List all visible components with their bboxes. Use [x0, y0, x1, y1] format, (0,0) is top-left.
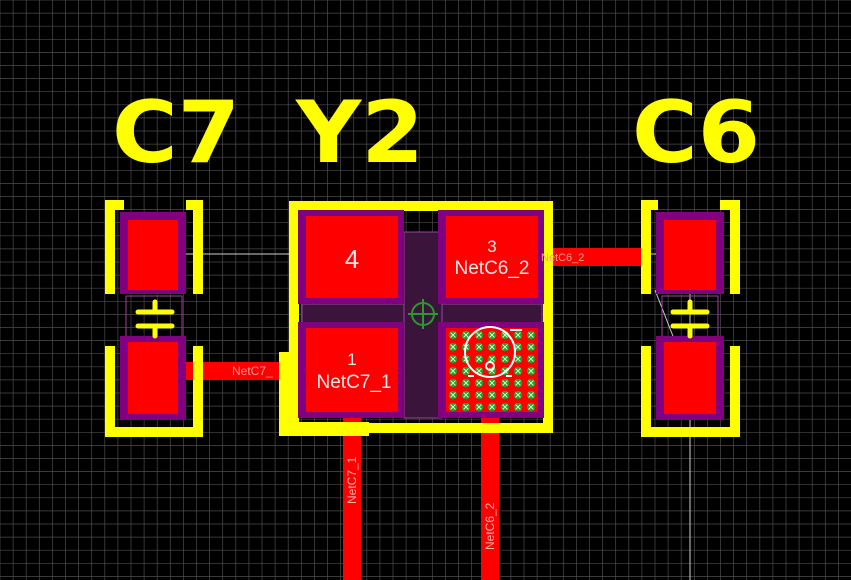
via-cross	[463, 392, 469, 398]
capacitor-icon	[135, 299, 175, 339]
track-down-left[interactable]	[343, 410, 361, 580]
y2-pad4[interactable]	[306, 216, 398, 298]
c7-silkscreen	[186, 200, 203, 294]
via-cross	[528, 356, 534, 362]
c7-designator: C7	[112, 83, 240, 183]
via-cross	[463, 404, 469, 410]
component-y2[interactable]: Y2 4 3 NetC6_2 1 NetC7_1	[279, 83, 553, 436]
via-cross	[528, 344, 534, 350]
c7-silkscreen	[105, 200, 124, 294]
via-cross	[450, 356, 456, 362]
via-cross	[515, 356, 521, 362]
cursor-ring	[464, 326, 516, 378]
y2-pad1[interactable]	[306, 328, 398, 412]
c6-pad-top[interactable]	[664, 220, 716, 290]
via-cross	[515, 368, 521, 374]
y2-pad4-number: 4	[345, 244, 359, 274]
via-cross	[515, 404, 521, 410]
via-cross	[528, 404, 534, 410]
via-cross	[502, 344, 508, 350]
component-c6[interactable]: C6	[632, 83, 760, 437]
y2-pin1-marker	[279, 352, 295, 436]
via-cross	[463, 380, 469, 386]
y2-pad3[interactable]	[446, 216, 538, 298]
via-cross	[489, 356, 495, 362]
c6-silkscreen	[720, 200, 740, 294]
track-y2-c6[interactable]	[535, 248, 645, 266]
c7-pad-top[interactable]	[128, 220, 178, 290]
circle-cursor-icon	[464, 326, 522, 378]
via-cross	[489, 380, 495, 386]
y2-designator: Y2	[295, 83, 424, 183]
via-cross	[528, 368, 534, 374]
c7-pad-bottom[interactable]	[128, 342, 178, 414]
y2-pad1-net: NetC7_1	[317, 372, 392, 393]
via-cross	[502, 356, 508, 362]
track-label-c7: NetC7_	[232, 364, 273, 378]
via-cross	[489, 332, 495, 338]
tracks[interactable]	[180, 248, 645, 580]
capacitor-icon	[670, 299, 710, 339]
via-cross	[515, 344, 521, 350]
crosshair-circle-icon	[408, 299, 438, 329]
via-array	[448, 330, 536, 412]
via-cross	[489, 392, 495, 398]
c6-silkscreen	[641, 346, 740, 437]
via-cross	[476, 332, 482, 338]
via-cross	[476, 380, 482, 386]
c7-silkscreen	[105, 346, 203, 437]
track-label-down-left: NetC7_1	[345, 456, 359, 504]
via-cross	[476, 392, 482, 398]
c6-designator: C6	[632, 83, 760, 183]
y2-pin1-marker	[279, 422, 369, 436]
via-cross	[450, 380, 456, 386]
via-cross	[450, 368, 456, 374]
cursor-center	[485, 361, 495, 371]
y2-silkscreen-outline	[289, 201, 553, 433]
track-label-c6: NetC6_2	[541, 252, 584, 264]
via-cross	[476, 344, 482, 350]
via-cross	[489, 344, 495, 350]
via-cross	[515, 392, 521, 398]
y2-pad3-net: NetC6_2	[455, 258, 530, 279]
via-cross	[528, 332, 534, 338]
track-label-down-right: NetC6_2	[483, 502, 497, 550]
via-cross	[450, 344, 456, 350]
via-cross	[502, 380, 508, 386]
via-cross	[476, 356, 482, 362]
c6-pad-bottom[interactable]	[664, 342, 716, 414]
y2-pad3-number: 3	[487, 237, 496, 256]
via-cross	[463, 368, 469, 374]
via-cross	[502, 392, 508, 398]
via-cross	[515, 332, 521, 338]
via-cross	[450, 392, 456, 398]
via-cross	[528, 380, 534, 386]
via-cross	[476, 404, 482, 410]
via-cross	[463, 332, 469, 338]
component-c7[interactable]: C7	[105, 83, 240, 437]
via-cross	[450, 404, 456, 410]
track-down-right[interactable]	[481, 410, 499, 580]
c6-silkscreen	[641, 200, 658, 294]
track-c7-y2[interactable]	[180, 362, 304, 380]
via-cross	[450, 332, 456, 338]
y2-pad1-number: 1	[347, 350, 356, 369]
via-cross	[502, 404, 508, 410]
via-cross	[489, 404, 495, 410]
via-cross	[528, 392, 534, 398]
via-cross	[515, 380, 521, 386]
